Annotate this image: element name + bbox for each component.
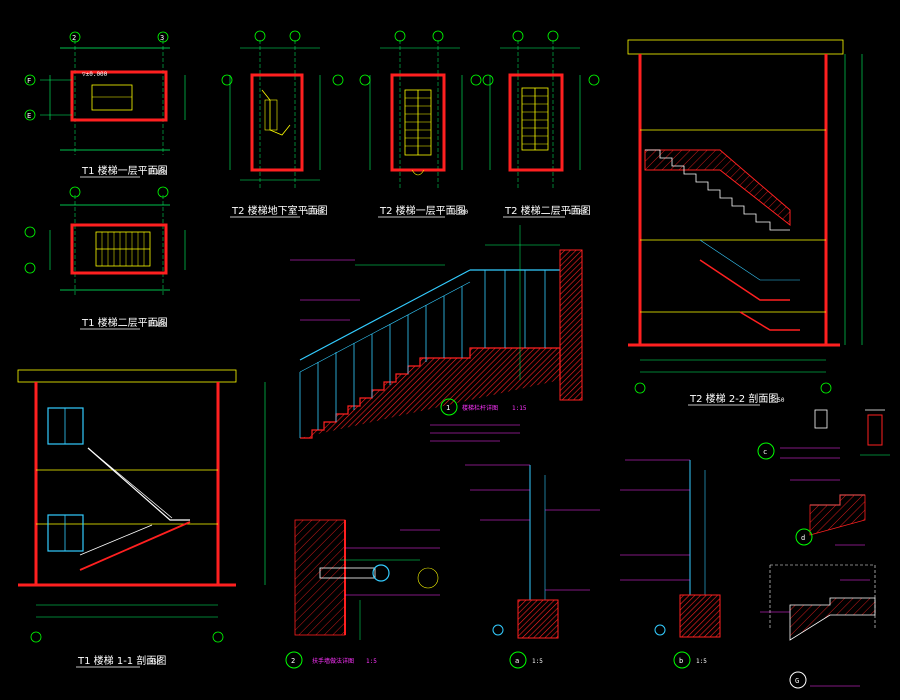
detail-2-title: 扶手墙做法详图 — [312, 657, 354, 665]
detail-g-number: G — [795, 677, 799, 685]
t1-section-title: T1 楼梯 1-1 剖面图 — [77, 654, 166, 667]
detail-g — [760, 564, 876, 687]
grid-label-3: 3 — [160, 34, 164, 42]
t2-second-plan — [489, 40, 581, 190]
detail-2-scale: 1:5 — [366, 658, 377, 665]
detail-2-number: 2 — [291, 657, 295, 665]
t1-ground-plan: ▽±0.000 — [40, 40, 186, 155]
t2-section-title: T2 楼梯 2-2 剖面图 — [689, 392, 778, 405]
detail-1-number: 1 — [446, 404, 450, 412]
detail-c-number: c — [763, 448, 767, 456]
t2-ground-plan-scale: 1:100 — [450, 209, 468, 216]
grid-bubble-3 — [157, 31, 169, 43]
t2-basement-plan — [229, 40, 321, 190]
detail-b-number: b — [679, 657, 683, 665]
grid-bubble-e — [24, 109, 36, 121]
t2-section-scale: 1:50 — [770, 397, 785, 404]
grid-label-f: F — [27, 77, 31, 85]
t1-ground-plan-title: T1 楼梯一层平面图 — [81, 164, 168, 177]
t2-ground-plan — [369, 40, 463, 190]
detail-2-wall-handrail — [294, 519, 440, 640]
detail-1-title: 楼梯栏杆详图 — [462, 404, 498, 412]
t1-ground-plan-scale: 1:100 — [148, 169, 166, 176]
t1-second-plan — [49, 195, 186, 295]
detail-d-number: d — [801, 534, 805, 542]
t1-section-scale: 1:50 — [146, 659, 161, 666]
t2-second-plan-scale: 1:100 — [568, 209, 586, 216]
t2-basement-plan-scale: 1:100 — [305, 209, 323, 216]
detail-1-railing — [290, 225, 583, 442]
grid-bubble-2 — [69, 31, 81, 43]
t1-second-plan-title: T1 楼梯二层平面图 — [81, 316, 168, 329]
detail-d — [790, 479, 866, 546]
t1-section — [17, 369, 266, 618]
detail-c — [780, 409, 890, 459]
t2-basement-plan-title: T2 楼梯地下室平面图 — [231, 204, 328, 217]
svg-text:▽±0.000: ▽±0.000 — [82, 71, 108, 78]
t2-second-plan-title: T2 楼梯二层平面图 — [504, 204, 591, 217]
detail-a-number: a — [515, 657, 519, 665]
detail-a — [465, 464, 600, 639]
detail-b-scale: 1:5 — [696, 658, 707, 665]
grid-bubble-f — [24, 74, 36, 86]
grid-label-2: 2 — [72, 34, 76, 42]
detail-1-scale: 1:15 — [512, 405, 527, 412]
detail-a-scale: 1:5 — [532, 658, 543, 665]
t2-ground-plan-title: T2 楼梯一层平面图 — [379, 204, 466, 217]
grid-label-e: E — [27, 112, 31, 120]
t2-section — [627, 39, 863, 373]
t1-second-plan-scale: 1:100 — [148, 321, 166, 328]
detail-b — [620, 459, 721, 638]
